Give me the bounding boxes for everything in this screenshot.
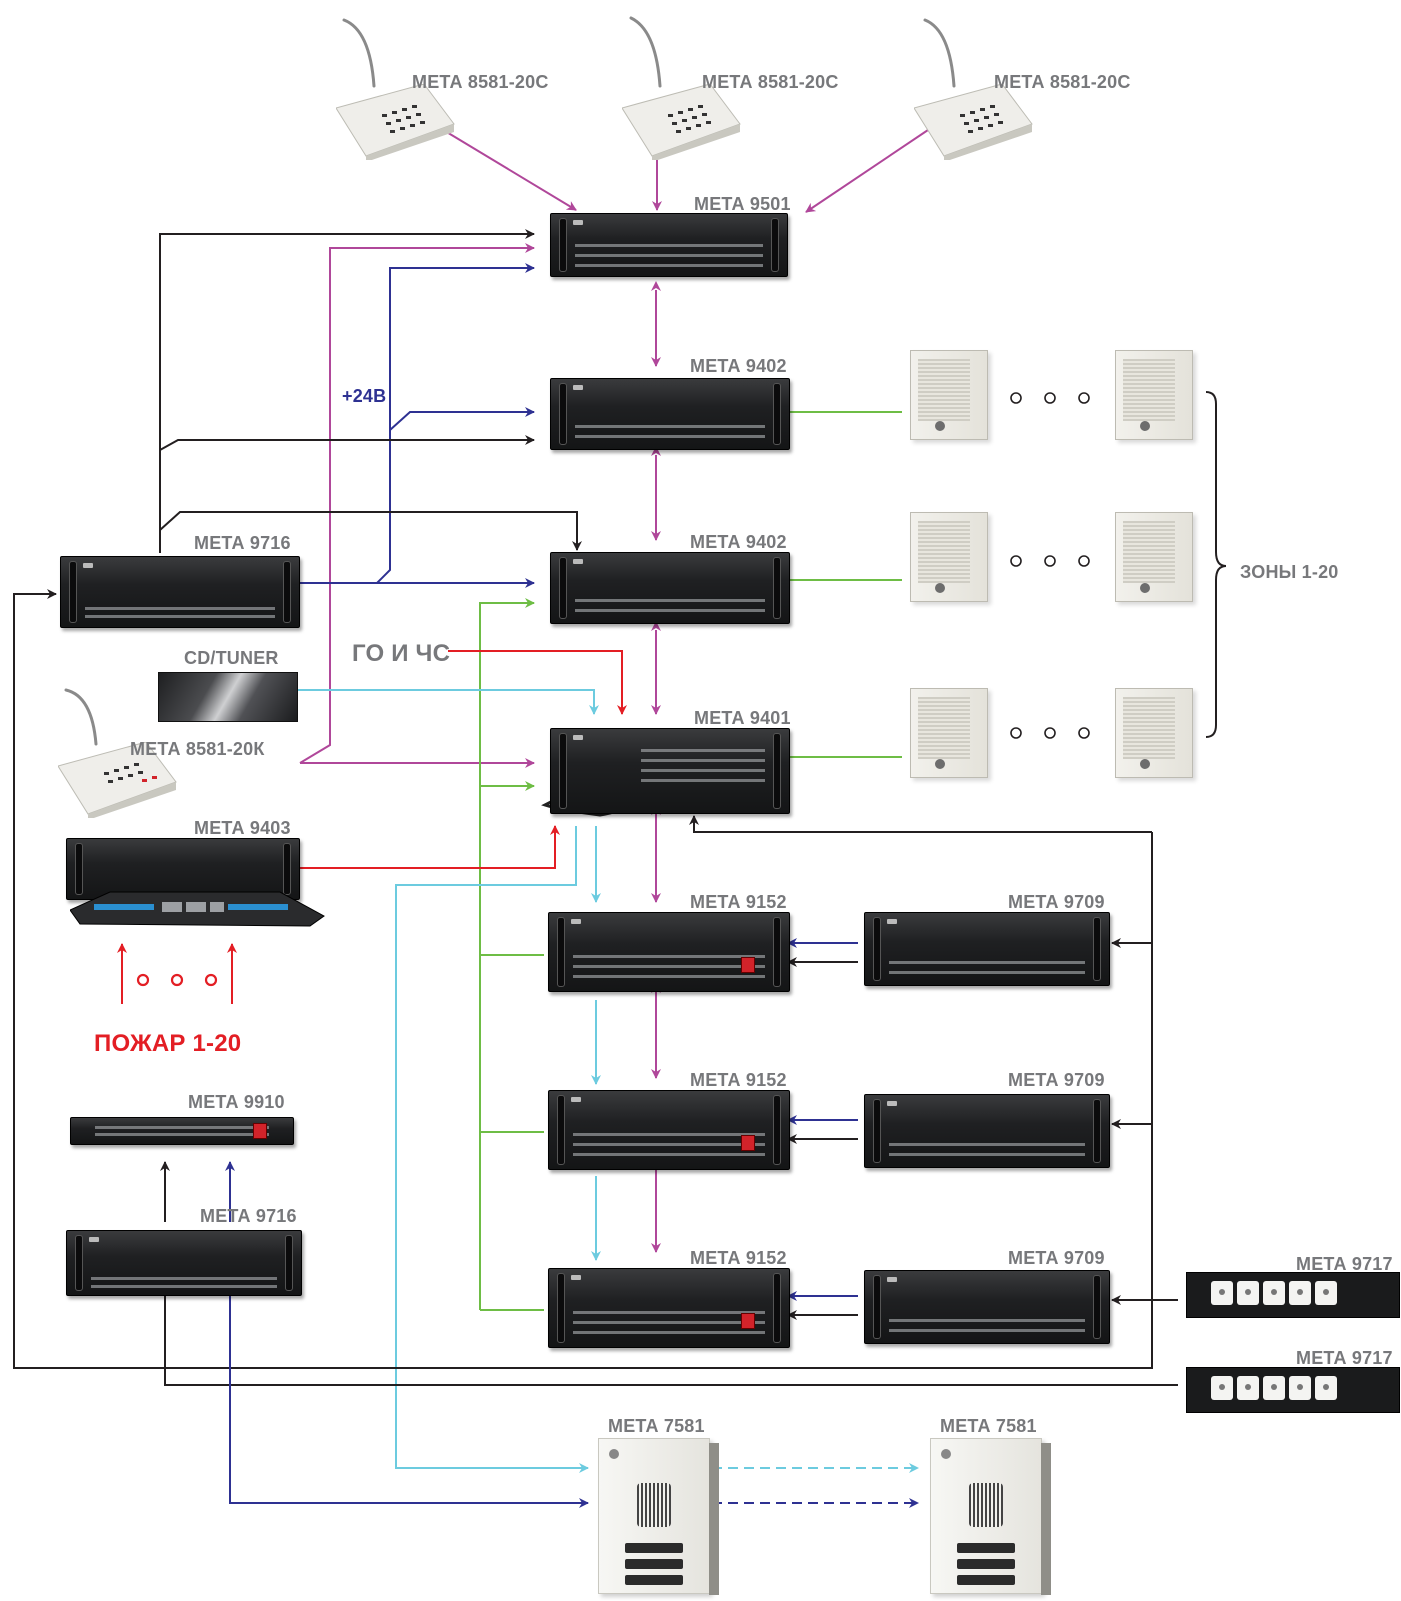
label-meta-9152-c: МЕТА 9152	[690, 1248, 787, 1269]
line-9403-9401	[298, 826, 555, 868]
line-desk1-9501	[440, 128, 576, 210]
desk-console-3	[914, 84, 1034, 160]
label-meta-9709-a: МЕТА 9709	[1008, 892, 1105, 913]
rack-meta-9501	[550, 213, 788, 277]
rack-meta-9709-b	[864, 1094, 1110, 1168]
rack-meta-9402-b	[550, 552, 790, 624]
label-desk-1: МЕТА 8581-20С	[412, 72, 549, 93]
speaker-zone3-last	[1115, 688, 1193, 778]
desk-console-1	[336, 84, 456, 160]
label-meta-7581-b: МЕТА 7581	[940, 1416, 1037, 1437]
speaker-zone2-first	[910, 512, 988, 602]
label-cd-tuner: CD/TUNER	[184, 648, 279, 669]
rack-meta-9709-c	[864, 1270, 1110, 1344]
rack-meta-9910	[70, 1117, 294, 1145]
psu-meta-9717-a	[1186, 1272, 1400, 1318]
label-meta-9501: МЕТА 9501	[694, 194, 791, 215]
line-24v-9501	[377, 268, 534, 583]
label-plus-24v: +24В	[342, 386, 386, 407]
label-desk-2: МЕТА 8581-20С	[702, 72, 839, 93]
speaker-zone3-first	[910, 688, 988, 778]
label-meta-8581k: МЕТА 8581-20К	[130, 739, 265, 760]
label-meta-9709-b: МЕТА 9709	[1008, 1070, 1105, 1091]
label-meta-9152-a: МЕТА 9152	[690, 892, 787, 913]
rack-meta-9401	[550, 728, 790, 814]
rack-meta-9402-a	[550, 378, 790, 450]
label-meta-9709-c: МЕТА 9709	[1008, 1248, 1105, 1269]
line-9716-9402a	[160, 440, 534, 450]
gooseneck-mics	[66, 18, 954, 744]
zones-bracket	[1206, 392, 1226, 737]
line-8581k-9501	[300, 248, 534, 763]
line-gochs-9401	[448, 651, 622, 714]
rack-meta-9152-c	[548, 1268, 790, 1348]
label-meta-9152-b: МЕТА 9152	[690, 1070, 787, 1091]
cd-tuner-device	[158, 672, 298, 722]
line-bus-9401	[694, 816, 1152, 832]
rack-meta-9152-a	[548, 912, 790, 992]
speaker-zone1-first	[910, 350, 988, 440]
label-meta-7581-a: МЕТА 7581	[608, 1416, 705, 1437]
label-meta-9716-b: МЕТА 9716	[200, 1206, 297, 1227]
line-green-bus	[480, 603, 534, 1310]
label-desk-3: МЕТА 8581-20С	[994, 72, 1131, 93]
label-fire: ПОЖАР 1-20	[94, 1030, 241, 1058]
speaker-zone1-last	[1115, 350, 1193, 440]
label-meta-9910: МЕТА 9910	[188, 1092, 285, 1113]
rack-meta-9716-b	[66, 1230, 302, 1296]
label-meta-9716-a: МЕТА 9716	[194, 533, 291, 554]
label-meta-9402-a: МЕТА 9402	[690, 356, 787, 377]
label-meta-9402-b: МЕТА 9402	[690, 532, 787, 553]
rack-meta-9152-b	[548, 1090, 790, 1170]
label-meta-9403: МЕТА 9403	[194, 818, 291, 839]
rack-meta-9716-a	[60, 556, 300, 628]
label-go-chs: ГО И ЧС	[352, 640, 450, 668]
line-desk3-9501	[806, 130, 928, 212]
psu-meta-9717-b	[1186, 1367, 1400, 1413]
label-zones: ЗОНЫ 1-20	[1240, 562, 1339, 583]
label-meta-9717-a: МЕТА 9717	[1296, 1254, 1393, 1275]
rack-meta-9403-base	[70, 890, 330, 930]
fire-ellipsis	[138, 975, 216, 985]
intercom-meta-7581-a	[598, 1438, 710, 1594]
line-cd-9401	[296, 690, 594, 714]
desk-console-2	[622, 84, 742, 160]
intercom-meta-7581-b	[930, 1438, 1042, 1594]
line-24v-9402a	[390, 412, 534, 430]
zone-ellipsis	[1011, 393, 1089, 738]
line-9716b-7581	[230, 1285, 588, 1503]
label-meta-9717-b: МЕТА 9717	[1296, 1348, 1393, 1369]
speaker-zone2-last	[1115, 512, 1193, 602]
rack-meta-9709-a	[864, 912, 1110, 986]
label-meta-9401: МЕТА 9401	[694, 708, 791, 729]
